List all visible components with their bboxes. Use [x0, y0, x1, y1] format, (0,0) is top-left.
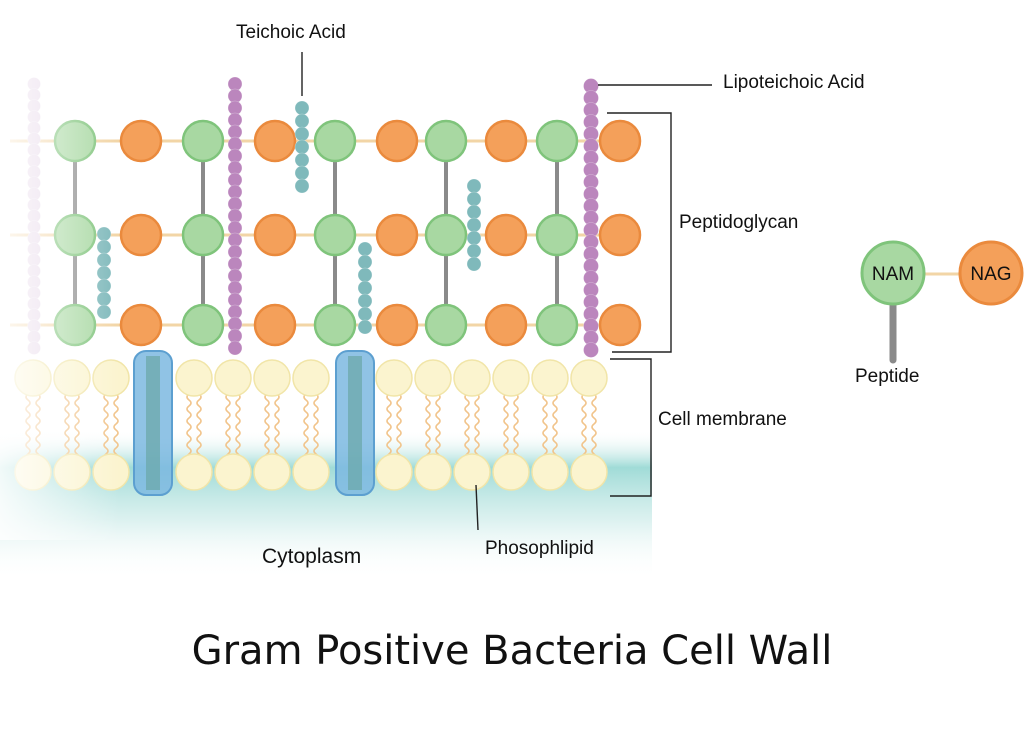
- phospholipid-head: [570, 359, 608, 397]
- nag-node: [598, 303, 642, 347]
- nag-node: [375, 303, 419, 347]
- phospholipid-pointer: [475, 484, 479, 531]
- legend-nam-node: [860, 240, 926, 306]
- teichoic-bead: [466, 230, 482, 246]
- teichoic-bead: [294, 126, 310, 142]
- phospholipid-head: [253, 359, 291, 397]
- teichoic-bead: [357, 293, 373, 309]
- nam-node: [535, 119, 579, 163]
- nam-node: [535, 303, 579, 347]
- teichoic-bead: [357, 254, 373, 270]
- nag-node: [484, 119, 528, 163]
- membrane-protein-core: [146, 356, 160, 490]
- nam-node: [181, 303, 225, 347]
- teichoic-bead: [466, 217, 482, 233]
- nag-node: [253, 303, 297, 347]
- cell-membrane-label: Cell membrane: [658, 409, 787, 430]
- phospholipid-head: [214, 453, 252, 491]
- phospholipid-head: [492, 359, 530, 397]
- teichoic-bead: [466, 256, 482, 272]
- nag-node: [119, 303, 163, 347]
- teichoic-bead: [294, 165, 310, 181]
- phospholipid-head: [531, 453, 569, 491]
- teichoic-bead: [466, 191, 482, 207]
- nag-node: [119, 119, 163, 163]
- phospholipid-head: [414, 359, 452, 397]
- teichoic-bead: [294, 139, 310, 155]
- lipoteichoic-bead: [227, 340, 243, 356]
- nag-node: [484, 213, 528, 257]
- legend-nag-node: [958, 240, 1024, 306]
- phospholipid-head: [453, 453, 491, 491]
- legend-nam-label: NAM: [872, 264, 914, 285]
- lipoteichoic-acid-label: Lipoteichoic Acid: [723, 72, 865, 93]
- peptide-label: Peptide: [855, 366, 920, 387]
- teichoic-acid-label: Teichoic Acid: [236, 22, 346, 43]
- phospholipid-head: [414, 453, 452, 491]
- nam-node: [535, 213, 579, 257]
- teichoic-bead: [294, 113, 310, 129]
- phospholipid-head: [292, 453, 330, 491]
- nam-node: [424, 119, 468, 163]
- nam-node: [313, 303, 357, 347]
- teichoic-bead: [466, 178, 482, 194]
- phospholipid-head: [570, 453, 608, 491]
- phospholipid-head: [214, 359, 252, 397]
- nam-node: [424, 213, 468, 257]
- phospholipid-head: [453, 359, 491, 397]
- teichoic-bead: [357, 280, 373, 296]
- nag-node: [253, 213, 297, 257]
- nam-node: [181, 119, 225, 163]
- teichoic-bead: [357, 267, 373, 283]
- nag-node: [375, 213, 419, 257]
- nam-node: [181, 213, 225, 257]
- phospholipid-head: [375, 359, 413, 397]
- nag-node: [598, 213, 642, 257]
- nam-node: [313, 213, 357, 257]
- teichoic-bead: [294, 178, 310, 194]
- peptidoglycan-bracket: [607, 112, 672, 353]
- membrane-protein-core: [348, 356, 362, 490]
- teichoic-bead: [357, 241, 373, 257]
- callouts: [301, 52, 712, 531]
- teichoic-bead: [357, 306, 373, 322]
- legend-nag-label: NAG: [970, 264, 1011, 285]
- phospholipid-head: [175, 453, 213, 491]
- phospholipid-label: Phosophlipid: [485, 538, 594, 559]
- teichoic-bead: [357, 319, 373, 335]
- teichoic-bead: [466, 204, 482, 220]
- teichoic-bead: [294, 100, 310, 116]
- nag-node: [119, 213, 163, 257]
- peptidoglycan-label: Peptidoglycan: [679, 212, 799, 233]
- legend: NAM NAG: [860, 240, 1024, 364]
- lipoteichoic-bead: [583, 342, 599, 358]
- phospholipid-head: [531, 359, 569, 397]
- nag-node: [484, 303, 528, 347]
- teichoic-bead: [294, 152, 310, 168]
- phospholipid-head: [492, 453, 530, 491]
- phospholipid-head: [253, 453, 291, 491]
- left-fade-overlay: [0, 60, 120, 540]
- nag-node: [253, 119, 297, 163]
- diagram-title: Gram Positive Bacteria Cell Wall: [191, 628, 833, 674]
- nag-node: [598, 119, 642, 163]
- cytoplasm-label: Cytoplasm: [262, 545, 362, 568]
- cell-membrane-bracket: [610, 358, 652, 497]
- nam-node: [424, 303, 468, 347]
- nam-node: [313, 119, 357, 163]
- teichoic-bead: [466, 243, 482, 259]
- phospholipid-head: [175, 359, 213, 397]
- phospholipid-head: [292, 359, 330, 397]
- nag-node: [375, 119, 419, 163]
- phospholipid-head: [375, 453, 413, 491]
